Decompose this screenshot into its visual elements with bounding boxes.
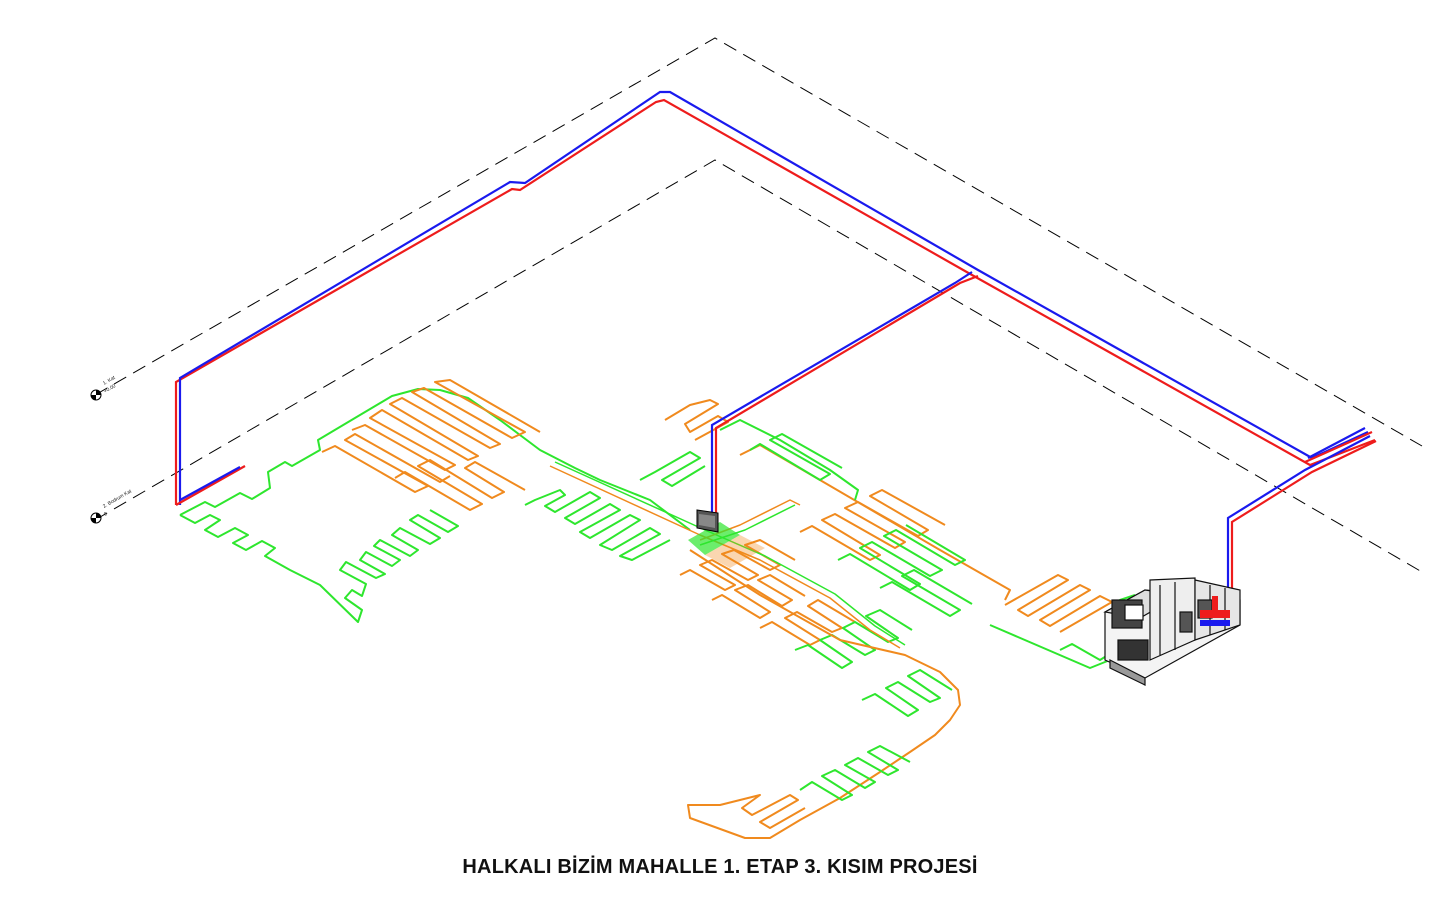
- drawing-title: HALKALI BİZİM MAHALLE 1. ETAP 3. KISIM P…: [462, 856, 978, 878]
- heating-loop-mid-green: [524, 451, 706, 561]
- distribution-trunk-2: [554, 461, 906, 646]
- level-marker-lower: 2. Bodrum Kat 0: [90, 488, 133, 524]
- manifold-green-fill: [688, 522, 765, 568]
- level-marker-upper-elevation: +0.00: [103, 383, 117, 395]
- mid-riser-blue: [710, 271, 973, 520]
- boiler-room-equipment-icon: [1103, 577, 1241, 686]
- distribution-trunk: [549, 465, 901, 649]
- upper-boundary-line: [94, 37, 1423, 447]
- floor-heating-loops: [179, 379, 1136, 839]
- heating-loop-left-green: [179, 388, 691, 623]
- main-pipe-red-2: [1304, 430, 1373, 464]
- heating-loop-left-orange: [321, 379, 541, 511]
- right-riser-blue: [1226, 435, 1371, 600]
- heating-loop-lower-curve-green: [799, 669, 953, 801]
- mid-riser-red: [714, 274, 979, 520]
- heating-loop-right-green: [719, 419, 1136, 669]
- left-branch-red: [175, 465, 246, 506]
- main-pipe-blue: [178, 90, 1369, 505]
- building-boundary-lines: [94, 37, 1423, 573]
- heating-loop-lower-green: [794, 609, 913, 669]
- heating-loop-lower-orange: [687, 549, 961, 839]
- right-riser-red: [1230, 440, 1377, 600]
- lower-boundary-line: [94, 159, 1423, 573]
- level-marker-icon: [90, 512, 102, 524]
- level-marker-lower-elevation: 0: [103, 511, 109, 518]
- supply-return-pipes: [174, 90, 1377, 600]
- main-pipe-blue-2: [1307, 427, 1366, 459]
- main-pipe-red: [174, 98, 1376, 505]
- heating-loop-right-orange: [664, 399, 1113, 633]
- left-branch-blue: [179, 466, 241, 501]
- heating-loop-mid-orange: [679, 539, 856, 646]
- manifold-icon: [696, 509, 719, 533]
- level-marker-icon: [90, 389, 102, 401]
- level-marker-upper: 1. Kat +0.00: [90, 375, 117, 401]
